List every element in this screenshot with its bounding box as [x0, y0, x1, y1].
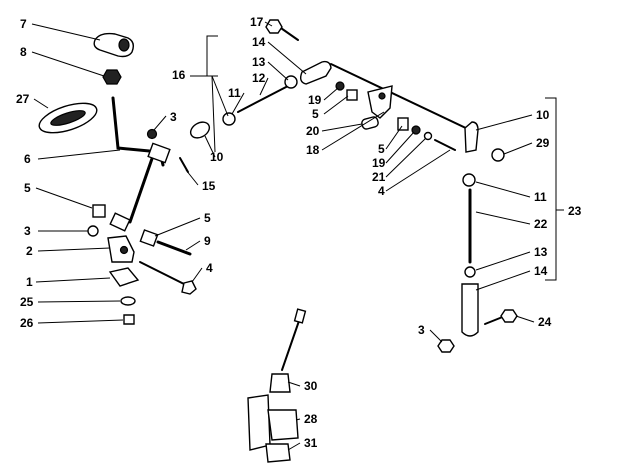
callout-5-lower: 5 [204, 211, 211, 225]
part-17-bolt-head [265, 19, 283, 34]
part-connecting-rod [330, 63, 471, 131]
callout-26: 26 [20, 316, 34, 330]
part-26-bolt [123, 314, 135, 325]
part-cable [281, 317, 301, 371]
parts-drawing [38, 19, 518, 463]
part-3-nut-b [87, 225, 99, 237]
callout-5-left: 5 [24, 181, 31, 195]
callout-19-right: 19 [372, 156, 386, 170]
part-15-bolt [179, 157, 189, 173]
part-28-housing [267, 409, 299, 441]
part-14-clevis-a [299, 60, 332, 85]
part-10-clevis-a [189, 121, 211, 139]
callout-1: 1 [26, 275, 33, 289]
part-18-hole [378, 92, 386, 100]
callout-23: 23 [568, 204, 582, 218]
callout-9: 9 [204, 234, 211, 248]
callout-10-left: 10 [210, 150, 224, 164]
part-10-clevis-b [464, 121, 479, 153]
callout-28: 28 [304, 412, 318, 426]
part-24-bolt-head [500, 309, 518, 323]
part-12-rod [237, 85, 289, 113]
part-18-bellcrank [367, 85, 393, 119]
part-4-bolt-b [139, 261, 189, 287]
part-13-nut-a [284, 75, 298, 89]
part-cable-end [293, 308, 307, 324]
callout-11-right: 11 [534, 190, 547, 204]
part-5-bushing-c [92, 204, 106, 218]
callout-5-right: 5 [378, 142, 385, 156]
callout-12: 12 [252, 71, 266, 85]
part-6-bracket [147, 142, 171, 164]
callout-25: 25 [20, 295, 34, 309]
callout-3-lower-right: 3 [418, 323, 425, 337]
part-7-hole [118, 38, 130, 52]
part-21-washer [423, 131, 433, 141]
callout-19-upper: 19 [308, 93, 322, 107]
part-3-nut-a [146, 128, 158, 140]
callout-15: 15 [202, 179, 216, 193]
callout-4-left: 4 [206, 261, 213, 275]
callout-29: 29 [536, 136, 550, 150]
part-5-bushing-d [139, 229, 159, 247]
callout-14-upper: 14 [252, 35, 266, 49]
callout-3-upper: 3 [170, 110, 177, 124]
part-4-bolt-a [434, 139, 456, 151]
part-3-nut-c [437, 339, 455, 353]
callout-21: 21 [372, 170, 386, 184]
callout-22: 22 [534, 217, 548, 231]
callout-17: 17 [250, 15, 264, 29]
part-pivot-bushing [109, 212, 131, 232]
part-29-nut [491, 148, 505, 162]
callout-31: 31 [304, 436, 318, 450]
callout-20: 20 [306, 124, 320, 138]
callout-27: 27 [16, 92, 30, 106]
callout-labels: 7 8 27 6 3 16 17 14 13 12 11 10 15 19 5 … [16, 15, 582, 450]
part-5-bushing-a [346, 89, 358, 101]
part-11-nut-a [222, 112, 236, 126]
callout-8: 8 [20, 45, 27, 59]
callout-24: 24 [538, 315, 552, 329]
callout-14-right: 14 [534, 264, 548, 278]
part-4-bolt-b-head [181, 280, 197, 295]
callout-7: 7 [20, 17, 27, 31]
part-9-pin [156, 240, 192, 256]
part-5-bushing-b [397, 117, 409, 131]
part-20-bushing [361, 116, 379, 130]
part-28-bracket [247, 394, 271, 451]
part-27-grommet-inner [50, 110, 86, 126]
leader-lines [31, 21, 564, 451]
callout-10-right: 10 [536, 108, 550, 122]
callout-13-upper: 13 [252, 55, 266, 69]
part-2-hole [119, 245, 129, 255]
callout-2: 2 [26, 244, 33, 258]
callout-6: 6 [24, 152, 31, 166]
part-1-plate [108, 267, 140, 287]
callout-18: 18 [306, 143, 320, 157]
callout-30: 30 [304, 379, 318, 393]
part-14-clevis-b [461, 283, 479, 337]
callout-16: 16 [172, 68, 186, 82]
part-25-washer [120, 296, 136, 306]
callout-4-right: 4 [378, 184, 385, 198]
part-13-nut-b [464, 266, 476, 278]
part-30-fitting [269, 373, 291, 393]
callout-13-right: 13 [534, 245, 548, 259]
callout-5-upper: 5 [312, 107, 319, 121]
callout-11-upper: 11 [228, 86, 241, 100]
part-8-nut [102, 69, 122, 85]
part-11-nut-b [462, 173, 476, 187]
part-31-nut [265, 443, 291, 463]
part-6-lever-arm [128, 148, 157, 224]
callout-3-left: 3 [24, 224, 31, 238]
